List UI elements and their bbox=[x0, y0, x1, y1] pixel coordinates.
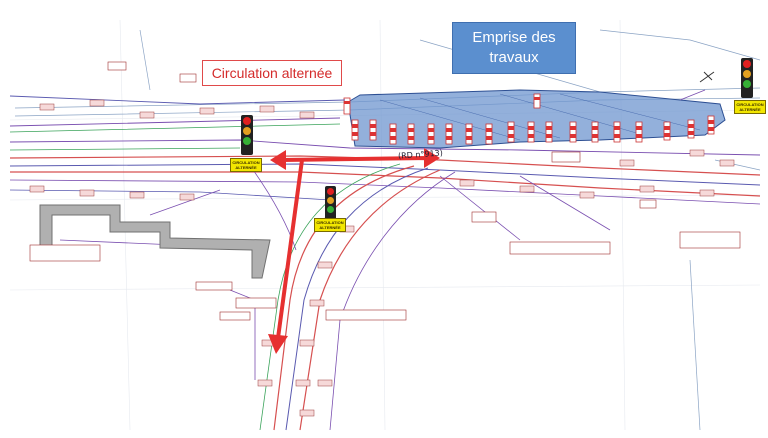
annotation-boxes bbox=[29, 61, 741, 321]
barrier-icon bbox=[507, 121, 515, 143]
barrier-icon bbox=[351, 119, 359, 141]
alternating-traffic-sign: CIRCULATION ALTERNÉE bbox=[734, 100, 766, 114]
traffic-light-icon bbox=[241, 115, 253, 155]
alternating-traffic-label: Circulation alternée bbox=[202, 60, 342, 86]
double-arrow-icon bbox=[268, 148, 440, 354]
north-arrow-icon bbox=[699, 71, 715, 83]
barrier-icon bbox=[635, 121, 643, 143]
barrier-icon bbox=[445, 123, 453, 145]
barrier-icon bbox=[427, 123, 435, 145]
sign-text-line1: CIRCULATION bbox=[232, 160, 260, 165]
red-lamp bbox=[327, 188, 334, 195]
barrier-icon bbox=[569, 121, 577, 143]
barrier-icon bbox=[407, 123, 415, 145]
barrier-icon bbox=[533, 93, 541, 109]
amber-lamp bbox=[743, 70, 751, 78]
sign-text-line1: CIRCULATION bbox=[316, 220, 344, 225]
traffic-light-icon bbox=[741, 58, 753, 98]
sign-text-line2: ALTERNÉE bbox=[319, 225, 341, 230]
red-lamp bbox=[243, 117, 251, 125]
tags bbox=[29, 99, 735, 417]
barrier-icon bbox=[687, 119, 695, 139]
barrier-icon bbox=[707, 115, 715, 135]
work-area-label: Emprise des travaux bbox=[452, 22, 576, 74]
sign-text-line2: ALTERNÉE bbox=[739, 107, 761, 112]
barrier-icon bbox=[465, 123, 473, 145]
traffic-light-icon bbox=[325, 186, 336, 222]
green-lamp bbox=[243, 137, 251, 145]
sign-text-line1: CIRCULATION bbox=[736, 102, 764, 107]
red-lamp bbox=[743, 60, 751, 68]
alternating-traffic-sign: CIRCULATION ALTERNÉE bbox=[314, 218, 346, 232]
building-outline bbox=[39, 204, 271, 279]
barrier-row bbox=[343, 93, 715, 145]
amber-lamp bbox=[243, 127, 251, 135]
barrier-icon bbox=[527, 121, 535, 143]
barrier-icon bbox=[369, 119, 377, 141]
alternating-traffic-sign: CIRCULATION ALTERNÉE bbox=[230, 158, 262, 172]
barrier-icon bbox=[485, 123, 493, 145]
work-area-label-line2: travaux bbox=[489, 49, 539, 66]
green-lamp bbox=[743, 80, 751, 88]
barrier-icon bbox=[591, 121, 599, 143]
barrier-icon bbox=[343, 97, 351, 115]
barrier-icon bbox=[545, 121, 553, 143]
barrier-icon bbox=[663, 121, 671, 141]
green-lamp bbox=[327, 206, 334, 213]
amber-lamp bbox=[327, 197, 334, 204]
barrier-icon bbox=[613, 121, 621, 143]
work-area-label-line1: Emprise des bbox=[472, 29, 556, 46]
barrier-icon bbox=[389, 123, 397, 145]
sign-text-line2: ALTERNÉE bbox=[235, 165, 257, 170]
